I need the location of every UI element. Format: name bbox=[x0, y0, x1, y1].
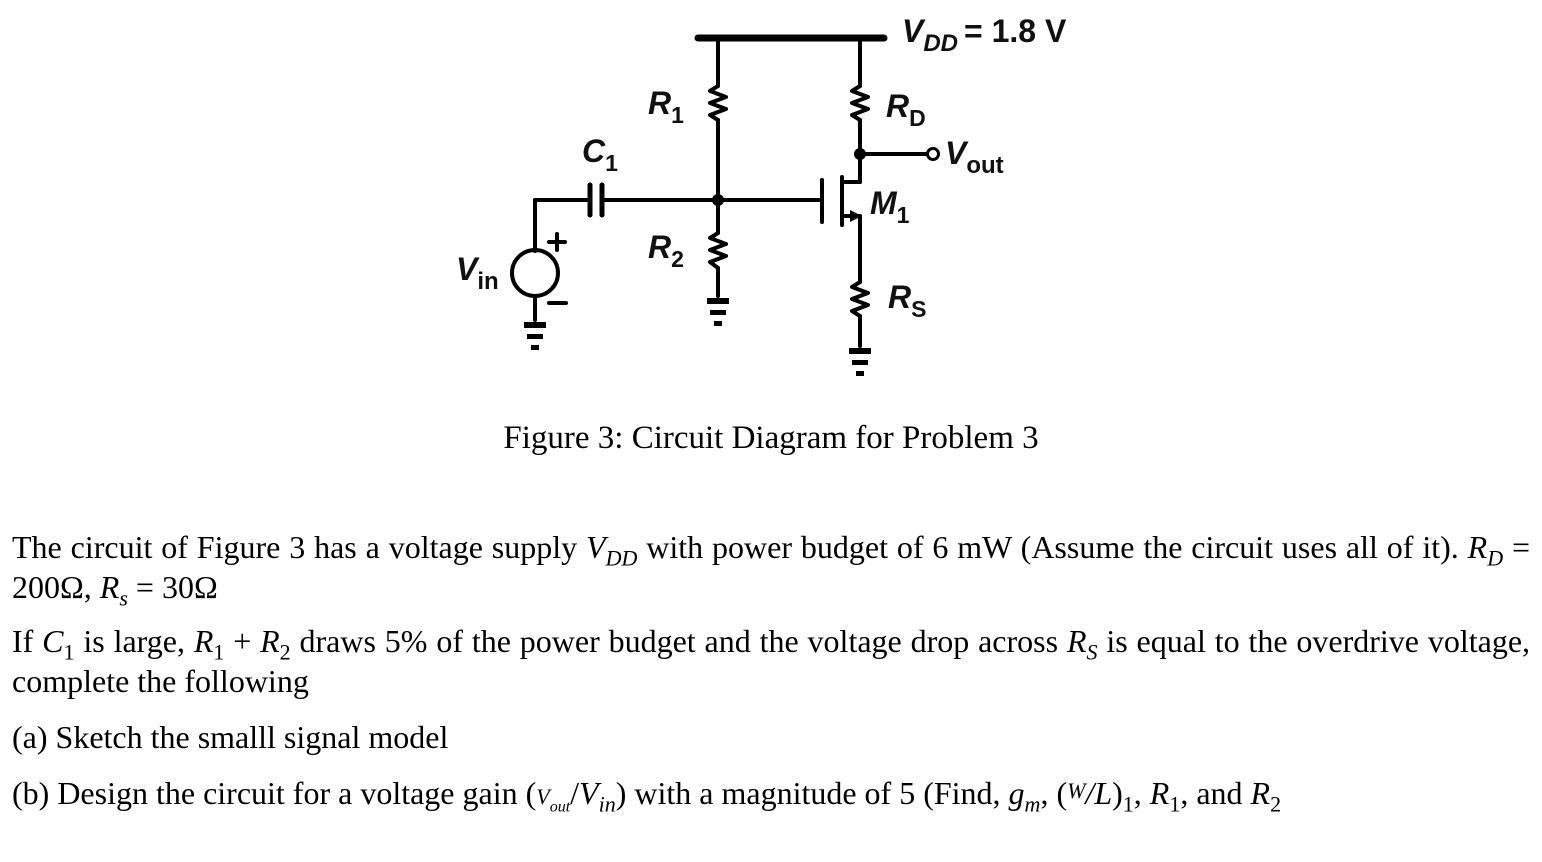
junction-drain bbox=[854, 148, 866, 160]
problem-paragraph-2: If C1 is large, R1 + R2 draws 5% of the … bbox=[12, 623, 1531, 699]
ground-vin-icon bbox=[524, 322, 546, 350]
ground-r2-icon bbox=[707, 298, 729, 326]
rs-resistor bbox=[850, 280, 870, 318]
r1-resistor bbox=[708, 84, 728, 122]
problem-paragraph-1: The circuit of Figure 3 has a voltage su… bbox=[12, 529, 1531, 611]
circuit-diagram: VDD= 1.8 V R1 RD C1 Vout M1 R2 RS Vin bbox=[456, 13, 1067, 376]
m1-label: M1 bbox=[870, 185, 910, 228]
junction-gate bbox=[712, 194, 724, 206]
problem-part-a: (a) Sketch the smalll signal model bbox=[12, 719, 449, 755]
r2-resistor bbox=[708, 231, 728, 270]
vout-terminal bbox=[926, 147, 940, 161]
c1-label: C1 bbox=[582, 133, 618, 176]
vout-label: Vout bbox=[945, 135, 1004, 179]
vdd-label: VDD= 1.8 V bbox=[902, 13, 1067, 57]
vin-label: Vin bbox=[456, 251, 499, 295]
rs-label: RS bbox=[888, 279, 926, 322]
rd-label: RD bbox=[886, 88, 926, 131]
vin-source bbox=[510, 248, 560, 298]
r1-label: R1 bbox=[648, 85, 684, 128]
m1-source-arrow bbox=[850, 210, 862, 222]
rd-resistor bbox=[850, 84, 870, 122]
figure-caption: Figure 3: Circuit Diagram for Problem 3 bbox=[503, 420, 1039, 456]
ground-rs-icon bbox=[849, 348, 871, 376]
r2-label: R2 bbox=[648, 229, 684, 272]
problem-part-b: (b) Design the circuit for a voltage gai… bbox=[12, 775, 1282, 817]
